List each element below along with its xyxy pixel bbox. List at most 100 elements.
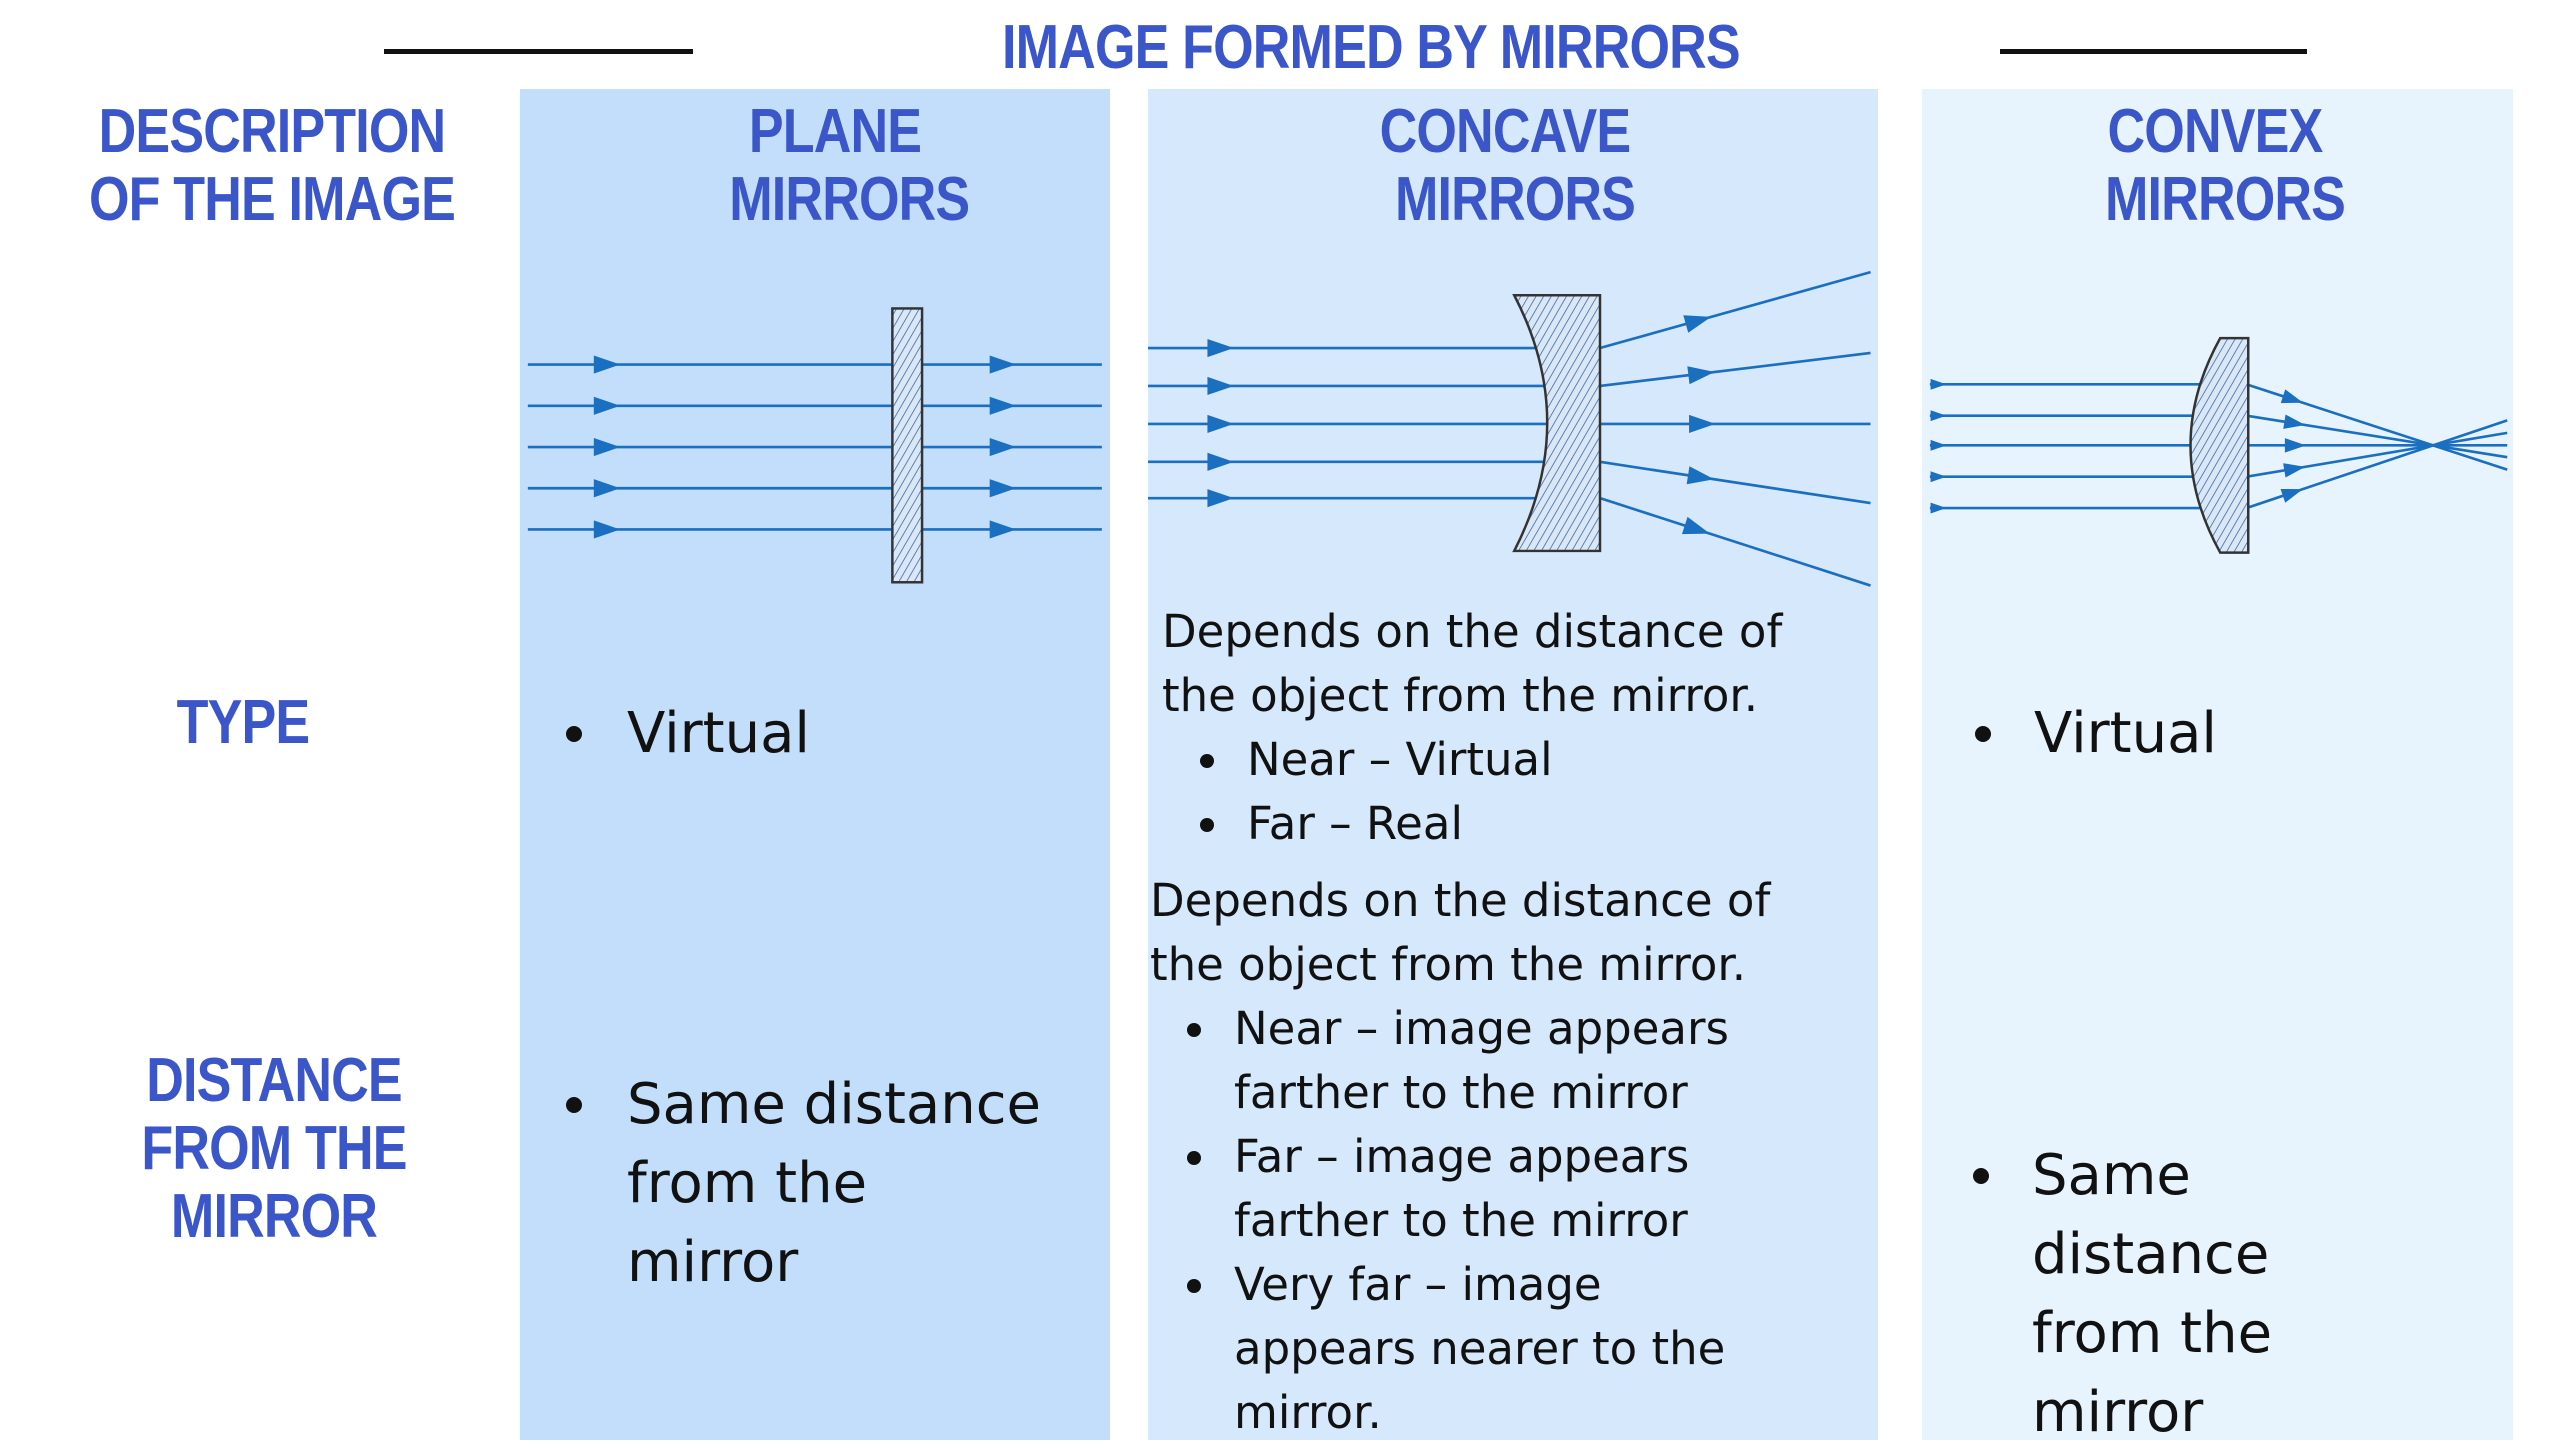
- light-ray: [2246, 444, 2434, 479]
- arrow-icon: [1930, 378, 1947, 390]
- light-ray: [1599, 351, 1871, 388]
- plane-mirror: [891, 307, 924, 584]
- bullet-icon: [1187, 1151, 1201, 1165]
- bullet-icon: [566, 726, 582, 742]
- item-text: Same distance: [627, 1072, 1041, 1137]
- list-item: Virtual: [566, 694, 810, 773]
- arrow-icon: [1207, 338, 1234, 358]
- list-item: Same distance from the mirror: [566, 1065, 1041, 1302]
- item-text: Very far – image: [1234, 1258, 1602, 1311]
- list-item: Near – image appears farther to the mirr…: [1187, 997, 1770, 1125]
- bullet-icon: [1200, 818, 1214, 832]
- arrow-icon: [2283, 414, 2306, 429]
- row-header-line: MIRROR: [170, 1182, 378, 1251]
- intro-text: the object from the mirror.: [1150, 938, 1747, 991]
- arrow-icon: [593, 479, 621, 498]
- bullet-icon: [1975, 726, 1991, 742]
- concave-type-block: Depends on the distance of the object fr…: [1162, 600, 1782, 856]
- item-text: Same: [2032, 1143, 2191, 1208]
- intro-text: Depends on the distance of: [1162, 605, 1783, 658]
- title-rule-left: [384, 49, 693, 54]
- header-line: MIRRORS: [2105, 165, 2346, 234]
- item-text: Virtual: [2034, 701, 2217, 766]
- header-line: CONVEX: [2107, 97, 2324, 166]
- arrow-icon: [1689, 414, 1716, 433]
- arrow-icon: [2280, 488, 2303, 503]
- convex-mirror-diagram: [1929, 336, 2508, 554]
- light-ray: [2432, 419, 2508, 447]
- concave-mirror-diagram: [1148, 270, 1871, 587]
- light-ray: [2246, 414, 2434, 447]
- bullet-icon: [1973, 1168, 1989, 1184]
- arrow-icon: [989, 520, 1017, 539]
- light-ray: [1599, 270, 1871, 350]
- arrow-icon: [593, 396, 621, 415]
- arrow-icon: [2280, 389, 2304, 404]
- arrow-icon: [593, 520, 621, 539]
- item-text: Near – image appears: [1234, 1002, 1729, 1055]
- arrow-icon: [989, 355, 1017, 374]
- light-ray: [1599, 496, 1871, 587]
- concave-header: CONCAVE MIRRORS: [1300, 98, 1720, 234]
- arrow-icon: [1681, 516, 1710, 535]
- arrow-icon: [1930, 410, 1947, 422]
- list-item: Far – image appears farther to the mirro…: [1187, 1125, 1770, 1253]
- item-text: Near – Virtual: [1247, 733, 1553, 786]
- arrow-icon: [989, 396, 1017, 415]
- header-line: MIRRORS: [729, 165, 970, 234]
- arrow-icon: [593, 437, 621, 457]
- row-header-line: FROM THE: [141, 1114, 407, 1183]
- light-ray: [2432, 444, 2508, 471]
- arrow-icon: [989, 479, 1017, 498]
- arrow-icon: [1930, 439, 1947, 451]
- arrow-icon: [2284, 438, 2306, 453]
- concave-column: [1148, 89, 1878, 1440]
- list-item: Same distance from the mirror: [1973, 1136, 2272, 1452]
- concave-distance-block: Depends on the distance of the object fr…: [1150, 869, 1770, 1445]
- light-ray: [2432, 444, 2508, 459]
- list-item: Near – Virtual: [1200, 728, 1782, 792]
- plane-distance-list: Same distance from the mirror: [566, 1065, 1041, 1302]
- row-header-line: OF THE IMAGE: [88, 165, 456, 234]
- item-text: mirror.: [1234, 1386, 1382, 1439]
- light-ray: [2432, 431, 2508, 447]
- item-text: Far – image appears: [1234, 1130, 1690, 1183]
- item-text: mirror: [2032, 1380, 2204, 1445]
- intro-text: Depends on the distance of: [1150, 874, 1771, 927]
- concave-mirror: [1512, 294, 1602, 553]
- arrow-icon: [1207, 489, 1234, 508]
- bullet-icon: [1187, 1279, 1201, 1293]
- row-header-line: DESCRIPTION: [98, 97, 447, 166]
- arrow-icon: [1930, 502, 1947, 514]
- row-header-distance: DISTANCE FROM THE MIRROR: [64, 1047, 484, 1251]
- convex-column: [1922, 89, 2513, 1440]
- arrow-icon: [989, 437, 1017, 457]
- convex-header: CONVEX MIRRORS: [2010, 98, 2430, 234]
- item-text: farther to the mirror: [1234, 1066, 1688, 1119]
- item-text: mirror: [627, 1230, 799, 1295]
- arrow-icon: [1686, 466, 1715, 485]
- bullet-icon: [1200, 754, 1214, 768]
- intro-text: the object from the mirror.: [1162, 669, 1759, 722]
- plane-mirror-diagram: [527, 307, 1102, 584]
- list-item: Very far – image appears nearer to the m…: [1187, 1253, 1770, 1445]
- light-ray: [2246, 444, 2434, 510]
- list-item: Virtual: [1975, 694, 2217, 773]
- arrow-icon: [1687, 366, 1715, 385]
- convex-type-list: Virtual: [1975, 694, 2217, 773]
- light-ray: [2246, 383, 2434, 447]
- convex-mirror: [2189, 336, 2250, 554]
- plane-column: [520, 89, 1110, 1440]
- arrow-icon: [1930, 471, 1947, 483]
- arrow-icon: [2283, 463, 2306, 478]
- plane-type-list: Virtual: [566, 694, 810, 773]
- plane-header: PLANE MIRRORS: [625, 98, 1045, 234]
- list-item: Far – Real: [1200, 792, 1782, 856]
- title-rule-right: [2000, 49, 2307, 54]
- convex-distance-list: Same distance from the mirror: [1973, 1136, 2272, 1452]
- light-ray: [1599, 460, 1871, 505]
- item-text: from the: [627, 1151, 868, 1216]
- header-line: CONCAVE: [1379, 97, 1632, 166]
- arrow-icon: [1683, 315, 1712, 333]
